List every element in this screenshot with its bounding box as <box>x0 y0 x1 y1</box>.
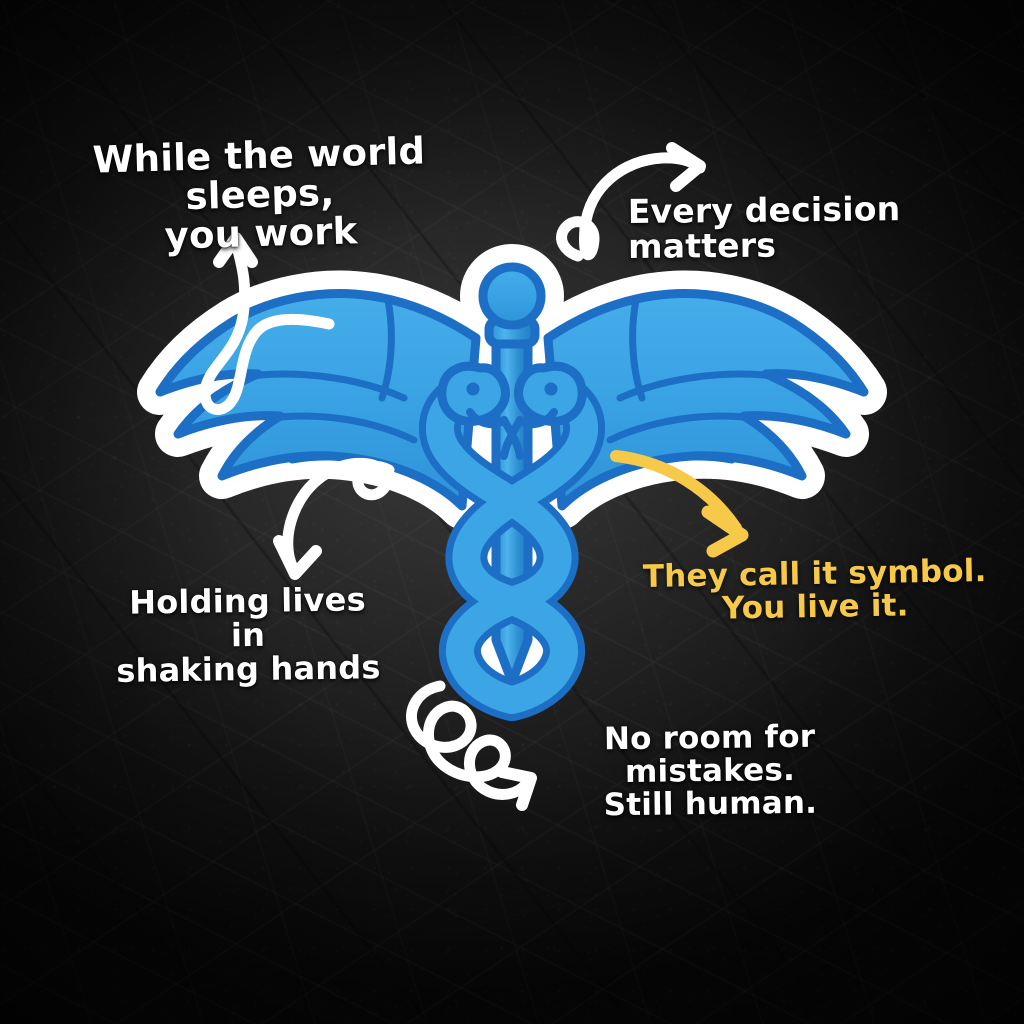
caduceus-snake-heads <box>437 361 587 460</box>
arrow-to-holding-lives-icon <box>273 457 395 580</box>
caption-they-call-it-symbol: They call it symbol. You live it. <box>642 553 987 627</box>
arrow-to-they-call-it-icon <box>610 450 749 558</box>
arrow-to-no-room-icon <box>406 680 537 811</box>
arrow-to-while-world-icon <box>199 232 335 415</box>
caption-while-world-sleeps: While the world sleeps, you work <box>92 129 426 259</box>
caption-no-room-for-mistakes: No room for mistakes. Still human. <box>603 718 818 824</box>
arrow-to-every-decision-icon <box>556 142 706 262</box>
caption-holding-lives: Holding lives in shaking hands <box>116 580 381 690</box>
caduceus-snakes <box>419 371 605 721</box>
caption-every-decision-matters: Every decision matters <box>627 189 901 267</box>
